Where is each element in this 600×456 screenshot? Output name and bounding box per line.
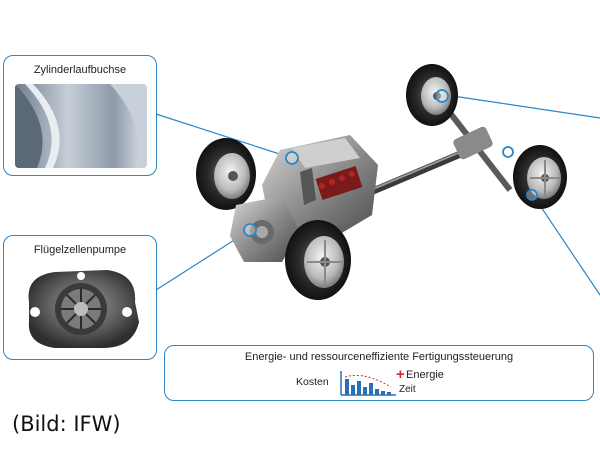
wheel-rear-right — [513, 145, 567, 209]
wheel-rear-left — [406, 64, 458, 126]
production-control-title: Energie- und ressourceneffiziente Fertig… — [244, 351, 514, 363]
time-label: Zeit — [399, 384, 416, 395]
connection-markers — [243, 89, 538, 237]
marker-cylinder — [285, 151, 299, 165]
leader-line-cylinder — [155, 113, 293, 159]
energy-plus-sign: + — [396, 366, 405, 383]
callout-title: Zylinderlaufbuchse — [33, 64, 127, 76]
marker-rear-lower — [526, 189, 538, 201]
callout-cylinder-liner: Zylinderlaufbuchse — [3, 55, 157, 176]
callout-vane-pump: Flügelzellenpumpe — [3, 235, 157, 360]
gearbox — [230, 196, 300, 262]
marker-rear-upper — [435, 89, 449, 103]
cost-energy-time-icon — [340, 371, 396, 396]
leader-line-rear-lower — [534, 197, 600, 296]
leader-line-rear-upper — [445, 94, 600, 119]
cylinder-liner-photo — [15, 84, 147, 168]
wheel-front-left — [196, 138, 256, 210]
energy-label: Energie — [406, 369, 444, 381]
image-credit: (Bild: IFW) — [12, 412, 121, 436]
engine-block — [262, 135, 378, 240]
marker-pump — [243, 223, 257, 237]
costs-label: Kosten — [296, 376, 329, 388]
marker-shaft — [502, 146, 514, 158]
production-control-box: Energie- und ressourceneffiziente Fertig… — [164, 345, 594, 401]
vane-pump-photo — [15, 262, 147, 354]
callout-title: Flügelzellenpumpe — [33, 244, 127, 256]
wheel-front-right — [285, 220, 351, 300]
